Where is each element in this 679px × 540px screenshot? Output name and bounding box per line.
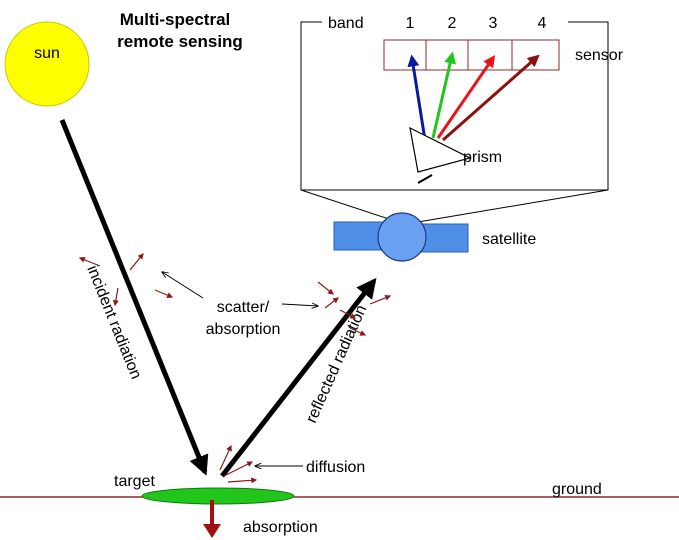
diffusion-arrows	[219, 444, 258, 484]
prism-input-ray	[417, 174, 433, 184]
band-number-4: 4	[538, 15, 547, 32]
scatter-pointer-left	[162, 272, 204, 299]
sun-label: sun	[34, 45, 60, 62]
diagram-title-line1: Multi-spectral	[120, 10, 231, 29]
prism-icon	[409, 126, 472, 173]
band-number-1: 1	[406, 15, 415, 32]
band-label: band	[328, 15, 364, 32]
sensor-cell-3	[467, 39, 513, 71]
satellite-panel-left	[333, 221, 385, 251]
band1-ray	[407, 54, 427, 141]
satellite-label: satellite	[482, 231, 536, 248]
absorption-label: absorption	[243, 519, 318, 536]
sensor-cell-4	[511, 39, 560, 71]
incident-radiation-label: incident radiation	[83, 263, 144, 382]
sensor-label: sensor	[575, 47, 624, 64]
sensor-inset-frame	[300, 21, 609, 191]
band4-ray	[442, 54, 540, 142]
target-label: target	[114, 473, 155, 490]
absorption-arrow-head	[203, 524, 221, 538]
scatter-arrows-reflected	[317, 281, 392, 336]
scatter-pointer-right	[281, 304, 318, 306]
ground-label: ground	[552, 481, 602, 498]
satellite-icon	[333, 212, 469, 262]
scatter-arrows-incident	[78, 253, 174, 307]
reflected-radiation-arrow	[220, 277, 377, 478]
prism-label: prism	[463, 149, 502, 166]
sensor-cell-2	[425, 39, 469, 71]
band-number-3: 3	[489, 15, 498, 32]
inset-connector-left	[300, 189, 399, 223]
scatter-absorption-label-line2: absorption	[206, 321, 281, 338]
satellite-panel-right	[419, 223, 469, 253]
diagram-title-line2: remote sensing	[117, 32, 243, 51]
band-number-2: 2	[448, 15, 457, 32]
inset-connector-right	[417, 189, 609, 223]
scatter-absorption-label-line1: scatter/	[217, 299, 270, 316]
sensor-cell-1	[383, 39, 427, 71]
sun-icon	[4, 21, 90, 107]
reflected-radiation-label: reflected radiation	[303, 303, 370, 426]
diffusion-label: diffusion	[306, 459, 365, 476]
band2-ray	[431, 51, 456, 139]
target-area	[141, 487, 295, 505]
sensor-array	[383, 39, 560, 71]
band3-ray	[436, 55, 496, 139]
satellite-body	[377, 212, 427, 262]
incident-radiation-arrow	[59, 119, 209, 476]
